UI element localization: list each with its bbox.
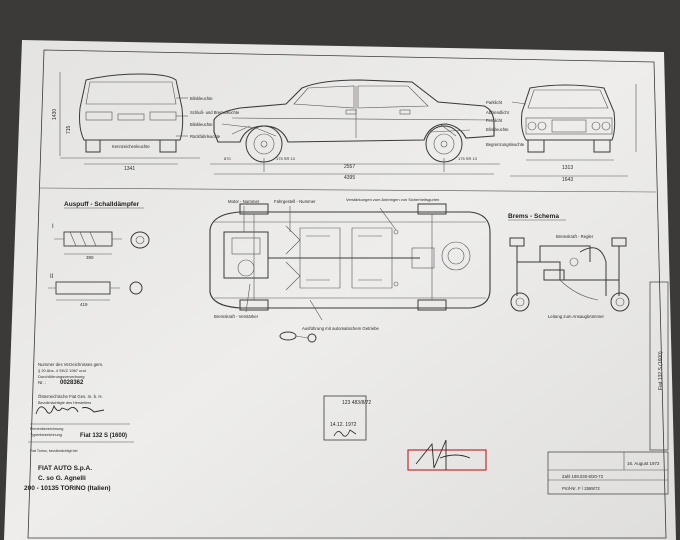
front-label-2: Abblendlicht: [486, 110, 510, 115]
paper-sheet: [4, 40, 676, 540]
maker-line-3: 200 - 10135 TORINO (Italien): [24, 485, 111, 492]
front-label-5: Begrenzungsleuchte: [486, 142, 525, 147]
rear-height2-dim: 715: [66, 125, 72, 134]
nr-value: 0028362: [60, 380, 84, 386]
model-name: Fiat 132 S (1600): [80, 433, 127, 439]
type-label-2: Typenbezeichnung: [30, 433, 62, 437]
exhaust-title: Auspuff - Schalldämpfer: [64, 201, 140, 208]
signature-1: [35, 404, 105, 415]
rear-view: 1341 1430 715 Blinkleuchte Schluß- und B…: [52, 72, 240, 172]
info-block: Nummer des Verzeichnisses gem. § 20 Abs.…: [24, 362, 134, 492]
tire-label-front: 175 SR 13: [276, 156, 296, 161]
maker-line-2: C. so G. Agnelli: [38, 475, 86, 482]
front-width-dim: 1313: [562, 165, 573, 171]
front-label-1: Parklicht: [486, 100, 503, 105]
title-block-zahl: Zahl 189.030-8/20-72: [562, 474, 604, 479]
maker-line-1: FIAT AUTO S.p.A.: [38, 465, 92, 472]
overhang-dim: 870: [224, 156, 231, 161]
chassis-label-fahrgestell: Fahrgestell - Nummer: [274, 199, 316, 204]
title-block: Fiat 132 S (1600) 16. August 1972 Zahl 1…: [547, 281, 669, 495]
front-label-4: Blinkleuchte: [486, 127, 509, 132]
nr-label: Nr. :: [38, 380, 46, 385]
rear-width-dim: 1341: [124, 166, 135, 172]
brake-schema: Brems - Schema Bremskraft - Regler Leitu…: [508, 213, 630, 319]
exhaust-roman-1: I: [52, 224, 54, 230]
exhaust-dim-2: 419: [80, 302, 88, 307]
exhaust-roman-2: II: [50, 274, 54, 280]
title-block-date: 16. August 1972: [627, 461, 660, 466]
front-total-dim: 1643: [562, 177, 573, 183]
approval-stamp: 123 483/8/72 14.12. 1972: [323, 395, 371, 441]
rear-height-dim: 1430: [52, 109, 58, 120]
rear-label-4: Rückfahrleuchte: [190, 134, 221, 139]
chassis-plan: Motor - Nummer Fahrgestell - Nummer Vers…: [209, 197, 491, 343]
exhaust-section: Auspuff - Schalldämpfer I 390 II 419: [48, 201, 150, 307]
chassis-label-bremskraft: Bremskraft - Verstärker: [214, 314, 259, 319]
rear-label-5: Kennzeichenleuchte: [112, 144, 150, 149]
type-label-1: Firmenbezeichnung: [30, 427, 63, 431]
exhaust-dim-1: 390: [86, 255, 94, 260]
stamp-line-2: 14.12. 1972: [330, 422, 357, 428]
company-sub: Bevollmächtigte des Herstellers: [38, 401, 91, 405]
stamp-signature: [333, 429, 357, 437]
rear-label-2: Schluß- und Bremsleuchte: [190, 110, 240, 115]
company-name: Österreichische Fiat Ges. m. b. H.: [38, 394, 103, 399]
rear-label-3: Blinkleuchte: [190, 122, 213, 127]
brake-label-leitung: Leitung zum Ansaugkrümmer: [548, 314, 604, 319]
stamp-line-1: 123 483/8/72: [342, 400, 371, 406]
front-view: 1313 1643 Parklicht Abblendlicht Fernlic…: [486, 84, 637, 183]
title-block-pruef: Prüf-Nr. F / 2589/72: [562, 486, 600, 491]
title-block-side-text: Fiat 132 S (1600): [658, 351, 664, 390]
nummer-sub2: Durchführungsverordnung: [38, 374, 84, 379]
chassis-label-gurte: Verstärkungen zum Anbringen von Sicherhe…: [346, 197, 439, 202]
sheet-frame: [27, 49, 667, 539]
small-note: Fiat Torino, bevollmächtigt bei: [30, 449, 78, 453]
nummer-label: Nummer des Verzeichnisses gem.: [38, 362, 103, 367]
length-dim: 4395: [344, 175, 355, 181]
wheelbase-dim: 2557: [344, 164, 355, 170]
brake-label-regler: Bremskraft - Regler: [556, 234, 594, 239]
chassis-label-automatik: Ausführung mit automatischem Getriebe: [302, 326, 380, 331]
chassis-label-motor: Motor - Nummer: [228, 199, 260, 204]
front-label-3: Fernlicht: [486, 118, 503, 123]
rear-label-1: Blinkleuchte: [190, 96, 213, 101]
side-view: 2557 4395 175 SR 13 175 SR 13 870: [210, 79, 500, 181]
red-signature-stamp: [407, 439, 487, 471]
brake-title: Brems - Schema: [508, 213, 559, 220]
tire-label-rear: 175 SR 13: [458, 156, 478, 161]
nummer-sub1: § 20 Abs. 4 StVZ 1967 und: [38, 368, 86, 373]
